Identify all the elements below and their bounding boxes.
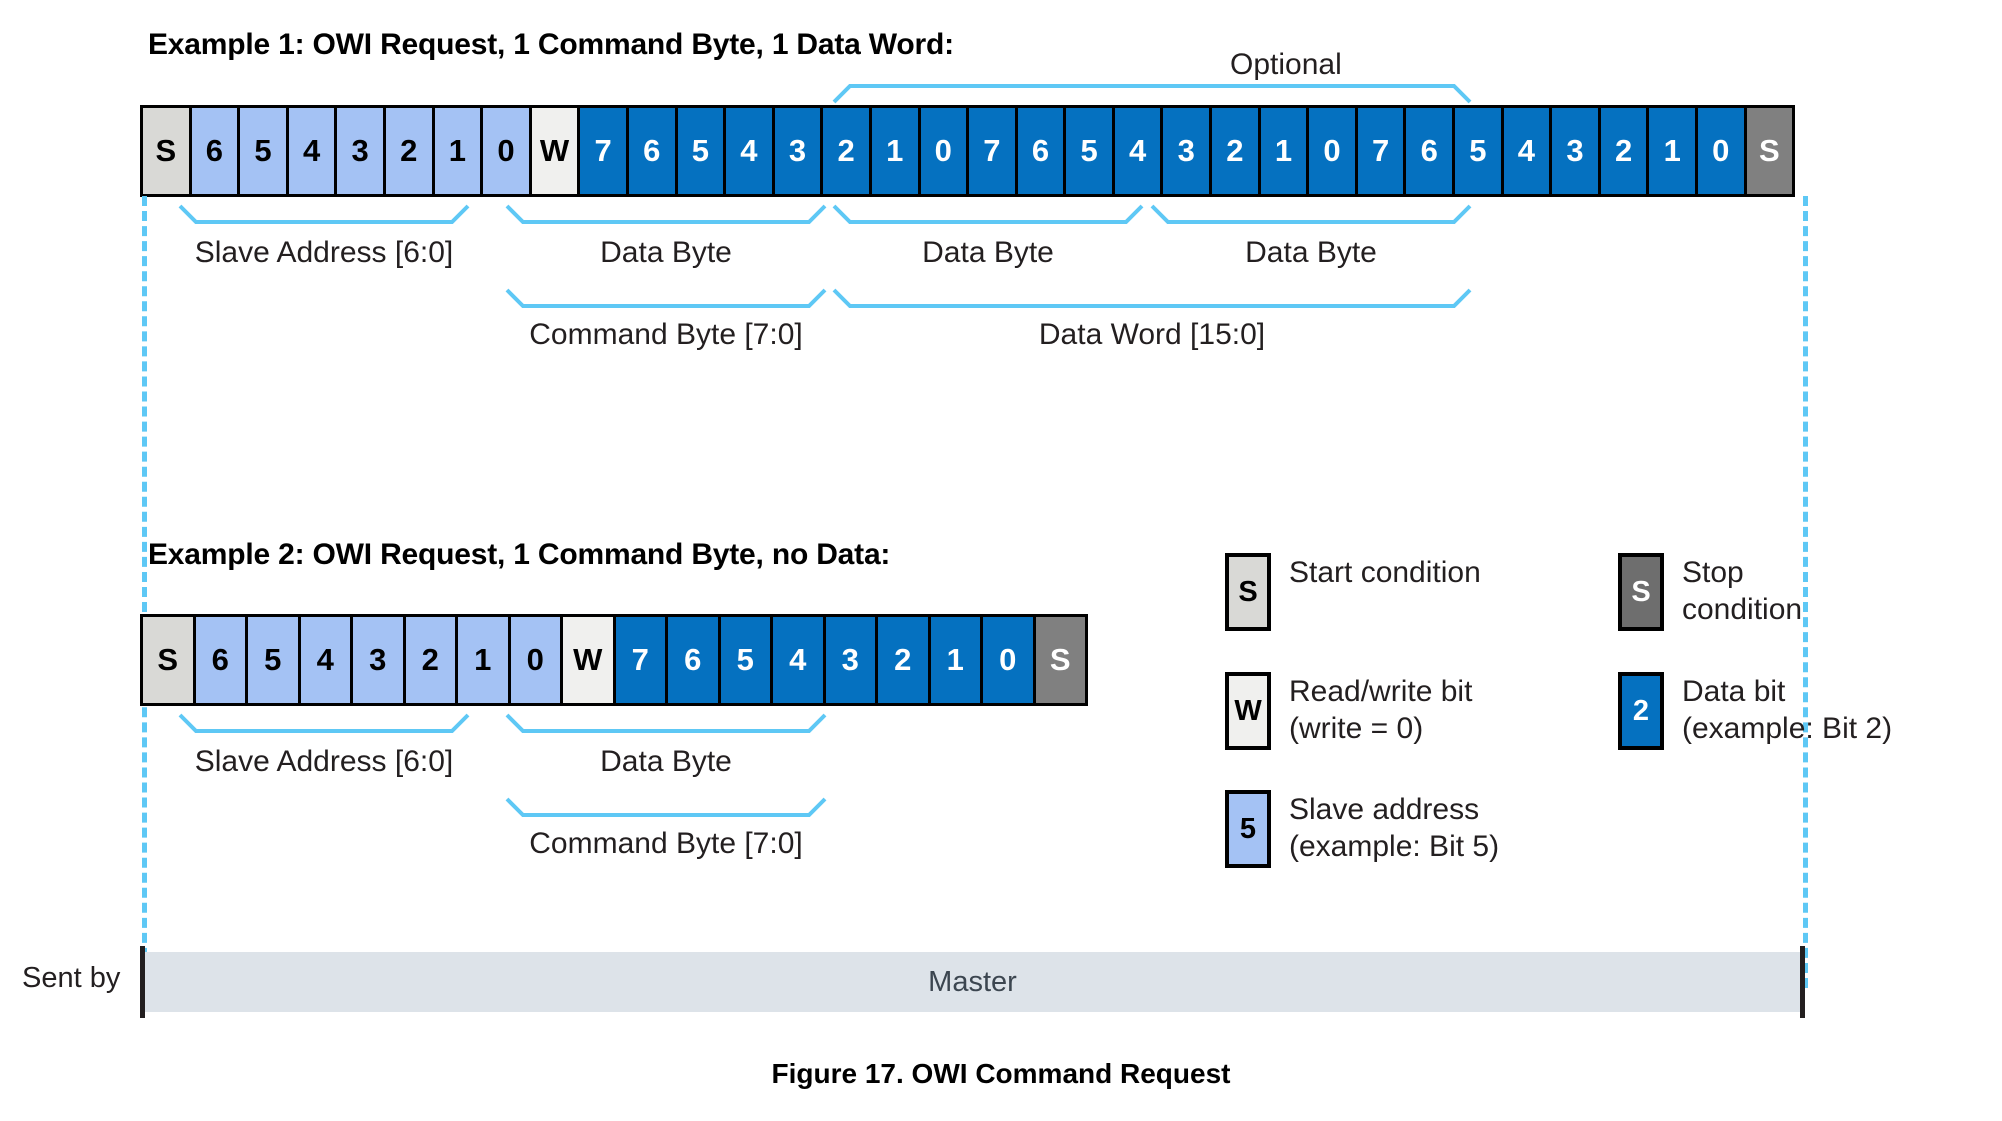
bracket-data-byte-1c [1150, 204, 1472, 226]
example2-title: Example 2: OWI Request, 1 Command Byte, … [148, 538, 891, 571]
sent-by-label: Sent by [22, 962, 121, 994]
cell-data-bit-20: 4 [1114, 108, 1161, 194]
legend-swatch-stop-condition: S [1618, 553, 1664, 631]
legend-swatch-start-condition: S [1225, 553, 1271, 631]
legend-item-slave-address: 5 Slave address (example: Bit 5) [1225, 790, 1499, 868]
legend-label-stop-condition: Stop condition [1682, 556, 1803, 626]
cell-data-bit-26: 6 [1406, 108, 1453, 194]
cell-data-bit-9: 7 [615, 617, 665, 703]
cell-data-bit-12: 4 [773, 617, 823, 703]
cell-data-bit-28: 4 [1503, 108, 1550, 194]
legend-swatch-data-bit: 2 [1618, 672, 1664, 750]
cell-data-bit-23: 1 [1260, 108, 1307, 194]
legend-swatch-read-write-bit: W [1225, 672, 1271, 750]
cell-data-bit-17: 7 [969, 108, 1015, 194]
cell-data-bit-11: 5 [677, 108, 724, 194]
optional-bracket [832, 82, 1472, 104]
cell-data-bit-13: 3 [774, 108, 821, 194]
cell-slave-address-bit-5: 2 [385, 108, 432, 194]
bracket-command-byte-2 [505, 797, 827, 819]
cell-data-bit-32: 0 [1698, 108, 1744, 194]
bracket-data-byte-1a [505, 204, 827, 226]
legend-item-read-write-bit: W Read/write bit (write = 0) [1225, 672, 1472, 750]
bracket-data-word-1 [832, 288, 1472, 310]
cell-data-bit-19: 5 [1066, 108, 1112, 194]
cell-data-bit-22: 2 [1212, 108, 1258, 194]
cell-data-bit-30: 2 [1600, 108, 1647, 194]
legend-label-start-condition: Start condition [1289, 556, 1481, 589]
cell-slave-address-bit-6: 1 [458, 617, 508, 703]
cell-data-bit-11: 5 [720, 617, 770, 703]
cell-slave-address-bit-7: 0 [510, 617, 560, 703]
cell-slave-address-bit-1: 6 [191, 108, 238, 194]
sent-by-master-bar: Master [145, 952, 1800, 1012]
legend-item-start-condition: S Start condition [1225, 553, 1481, 631]
label-data-byte-2: Data Byte [600, 745, 732, 778]
label-slave-address-2: Slave Address [6:0] [194, 745, 454, 778]
cell-data-bit-14: 2 [823, 108, 869, 194]
cell-data-bit-31: 1 [1649, 108, 1695, 194]
cell-slave-address-bit-6: 1 [434, 108, 481, 194]
cell-data-bit-15: 1 [930, 617, 980, 703]
cell-slave-address-bit-5: 2 [405, 617, 455, 703]
label-data-byte-1a: Data Byte [600, 236, 732, 269]
cell-read-write-bit-8: W [531, 108, 578, 194]
guide-left-dashed [142, 196, 147, 988]
cell-start-condition-0: S [143, 108, 189, 194]
guide-right-dashed [1803, 196, 1808, 988]
label-data-word-1: Data Word [15:0] [1038, 318, 1266, 351]
sent-by-left-edge [140, 946, 145, 1018]
cell-slave-address-bit-4: 3 [337, 108, 383, 194]
cell-data-bit-13: 3 [825, 617, 875, 703]
cell-data-bit-18: 6 [1017, 108, 1064, 194]
legend-label-data-bit: Data bit (example: Bit 2) [1682, 675, 1893, 745]
cell-read-write-bit-8: W [563, 617, 613, 703]
cell-data-bit-12: 4 [726, 108, 772, 194]
legend-label-read-write-bit: Read/write bit (write = 0) [1289, 675, 1473, 745]
bracket-command-byte-1 [505, 288, 827, 310]
legend-item-data-bit: 2 Data bit (example: Bit 2) [1618, 672, 1892, 750]
cell-slave-address-bit-2: 5 [248, 617, 298, 703]
cell-data-bit-15: 1 [871, 108, 918, 194]
bracket-data-byte-1b [832, 204, 1144, 226]
label-command-byte-2: Command Byte [7:0] [529, 827, 803, 860]
cell-stop-condition-17: S [1035, 617, 1085, 703]
optional-label: Optional [1230, 48, 1342, 81]
cell-slave-address-bit-7: 0 [483, 108, 529, 194]
cell-start-condition-0: S [143, 617, 193, 703]
bracket-data-byte-2 [505, 713, 827, 735]
legend-item-stop-condition: S Stop condition [1618, 553, 1802, 631]
label-command-byte-1: Command Byte [7:0] [529, 318, 803, 351]
cell-data-bit-29: 3 [1552, 108, 1598, 194]
legend-label-slave-address: Slave address (example: Bit 5) [1289, 793, 1500, 863]
sent-by-right-edge [1800, 946, 1805, 1018]
cell-stop-condition-33: S [1746, 108, 1793, 194]
bracket-slave-address-1 [178, 204, 470, 226]
cell-data-bit-25: 7 [1357, 108, 1404, 194]
cell-data-bit-16: 0 [983, 617, 1033, 703]
label-data-byte-1c: Data Byte [1245, 236, 1377, 269]
cell-data-bit-10: 6 [628, 108, 675, 194]
example1-title: Example 1: OWI Request, 1 Command Byte, … [148, 28, 954, 61]
cell-data-bit-16: 0 [920, 108, 967, 194]
figure-caption: Figure 17. OWI Command Request [771, 1058, 1231, 1089]
cell-data-bit-24: 0 [1309, 108, 1355, 194]
cell-slave-address-bit-1: 6 [195, 617, 245, 703]
cell-slave-address-bit-3: 4 [288, 108, 335, 194]
cell-data-bit-9: 7 [580, 108, 626, 194]
bracket-slave-address-2 [178, 713, 470, 735]
label-slave-address-1: Slave Address [6:0] [194, 236, 454, 269]
legend-swatch-slave-address: 5 [1225, 790, 1271, 868]
label-data-byte-1b: Data Byte [922, 236, 1054, 269]
cell-data-bit-21: 3 [1163, 108, 1210, 194]
cell-slave-address-bit-2: 5 [240, 108, 286, 194]
cell-data-bit-14: 2 [878, 617, 928, 703]
cell-slave-address-bit-4: 3 [353, 617, 403, 703]
cell-data-bit-27: 5 [1455, 108, 1501, 194]
cell-slave-address-bit-3: 4 [300, 617, 350, 703]
cell-data-bit-10: 6 [668, 617, 718, 703]
